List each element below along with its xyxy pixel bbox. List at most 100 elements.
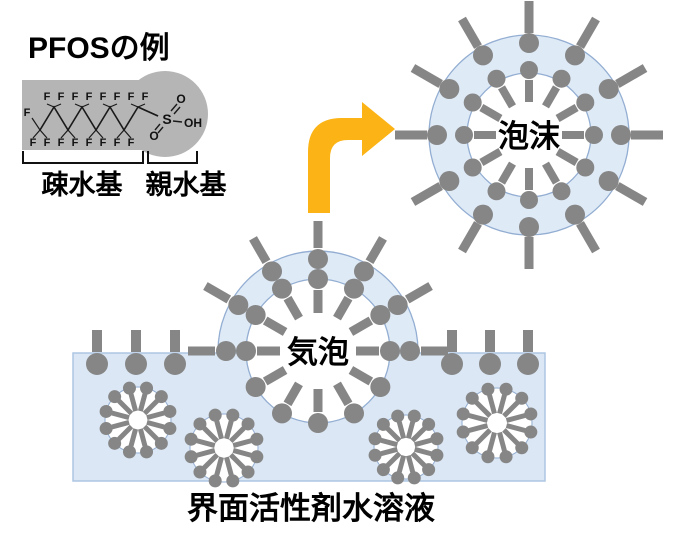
fluorine-label: F (30, 137, 37, 149)
micelle-surfactant-head (407, 409, 421, 423)
foam-outer-surfactant-head (473, 204, 493, 225)
micelle-surfactant-tail (196, 448, 216, 458)
foam-inner-surfactant-head (576, 93, 595, 112)
micelle-surfactant-tail (142, 399, 159, 416)
sulfonate-atom-label: O (176, 92, 185, 106)
fluorine-label: F (72, 91, 79, 103)
fluorine-bond (137, 103, 146, 108)
micelle-surfactant-tail (128, 393, 139, 412)
foam-outer-surfactant-tail (615, 182, 648, 206)
foam-outer-surfactant-tail (458, 221, 482, 254)
bubble-inner-surfactant-head (272, 403, 292, 424)
micelle-surfactant-tail (502, 428, 520, 446)
sulfonate-atom-label: OH (184, 116, 202, 130)
fluorine-bond (102, 103, 111, 108)
sulfonate-bond (157, 126, 164, 134)
sulfonate-bond (173, 106, 181, 115)
micelle-surfactant-head (250, 432, 264, 446)
fluorine-label: F (114, 137, 121, 149)
micelle-surfactant-tail (137, 428, 148, 447)
bubble-inner-surfactant-tail (262, 316, 288, 336)
bubble-outer-surfactant-tail (249, 236, 271, 265)
micelle-surfactant-tail (414, 437, 432, 448)
foam-outer-surfactant-head (519, 217, 539, 237)
foam-outer-surfactant-tail (576, 221, 600, 254)
micelle-surfactant-tail (505, 413, 526, 423)
micelle-surfactant-tail (142, 424, 159, 441)
micelle-surfactant-tail (202, 426, 220, 444)
bubble-outer-surfactant-tail (404, 282, 433, 304)
foam-inner-surfactant-tail (498, 161, 516, 185)
foam-outer-surfactant-tail (576, 16, 600, 49)
foam-inner-surfactant-head (487, 182, 506, 201)
foam-outer-surfactant-head (519, 33, 539, 53)
micelle-surfactant-head (163, 404, 177, 418)
micelle-surfactant-tail (111, 419, 130, 430)
fluorine-bond (32, 129, 41, 139)
fluorine-bond (109, 103, 118, 108)
micelle-surfactant-tail (385, 426, 402, 443)
sulfonate-atom-label: O (149, 129, 158, 143)
foam-inner-surfactant-tail (498, 85, 516, 109)
bubble-inner-surfactant-head (245, 377, 266, 397)
foam-inner-surfactant-tail (542, 85, 560, 109)
micelle-surfactant-tail (232, 438, 252, 448)
micelle-surfactant-head (108, 390, 122, 404)
foam-outer-surfactant-head (611, 125, 631, 145)
fluorine-bond (39, 129, 48, 139)
micelle-surfactant-head (515, 391, 529, 405)
group-bracket (22, 151, 144, 164)
micelle-surfactant-tail (505, 423, 526, 433)
micelle-surfactant-head (391, 409, 405, 423)
micelle-surfactant-head (515, 441, 529, 455)
fluorine-bond (130, 103, 139, 108)
foam-inner-surfactant-head (520, 191, 538, 209)
fluorine-label: F (100, 91, 107, 103)
foam-outer-surfactant-head (598, 171, 619, 191)
bubble-inner-surfactant-tail (333, 295, 353, 321)
micelle-surfactant-tail (487, 431, 497, 452)
air-bubble-group (188, 221, 448, 433)
foam-inner-surfactant-head (520, 61, 538, 79)
fluorine-bond (74, 103, 83, 108)
fluorine-label: F (58, 91, 65, 103)
fluorine-label: F (58, 137, 65, 149)
micelle-surfactant-head (376, 463, 390, 477)
micelle-group (184, 408, 264, 488)
micelle-surfactant-head (163, 422, 177, 436)
surface-surfactant-head (125, 353, 147, 375)
micelle-surfactant-head (391, 471, 405, 485)
foam-group (395, 1, 663, 269)
bubble-inner-surfactant-tail (348, 316, 374, 336)
fluorine-bond (67, 129, 76, 139)
bubble-inner-surfactant-head (344, 278, 364, 299)
sulfonate-bond (137, 106, 159, 117)
hydrophilic-head-shape (122, 71, 208, 157)
fluorine-label: F (86, 91, 93, 103)
foam-inner-surfactant-head (455, 126, 473, 144)
fluorine-label: F (114, 91, 121, 103)
bubble-inner-surfactant-tail (348, 366, 374, 386)
micelle-surfactant-head (154, 436, 168, 450)
micelle-surfactant-head (184, 450, 198, 464)
micelle-surfactant-tail (468, 413, 489, 423)
foam-label: 泡沫 (498, 119, 560, 154)
fluorine-label: F (86, 137, 93, 149)
fluorine-bond (53, 103, 62, 108)
fluorine-bond (60, 129, 69, 139)
micelle-surfactant-head (241, 417, 255, 431)
surface-monolayer (86, 330, 539, 375)
bubble-inner-surfactant-head (308, 269, 328, 289)
foam-outer-surfactant-tail (410, 64, 443, 88)
micelle-surfactant-head (368, 432, 382, 446)
micelle-surfactant-head (122, 381, 136, 395)
micelle-surfactant-head (499, 382, 513, 396)
micelle-surfactant-head (465, 391, 479, 405)
micelle-surfactant-head (422, 417, 436, 431)
micelle-surfactant-tail (487, 394, 497, 415)
bubble-outer-surfactant-head (400, 341, 420, 361)
foam-inner-surfactant-tail (542, 161, 560, 185)
micelle-surfactant-tail (146, 410, 165, 421)
micelle-surfactant-tail (224, 456, 234, 476)
foam-inner-surfactant-tail (479, 104, 503, 122)
